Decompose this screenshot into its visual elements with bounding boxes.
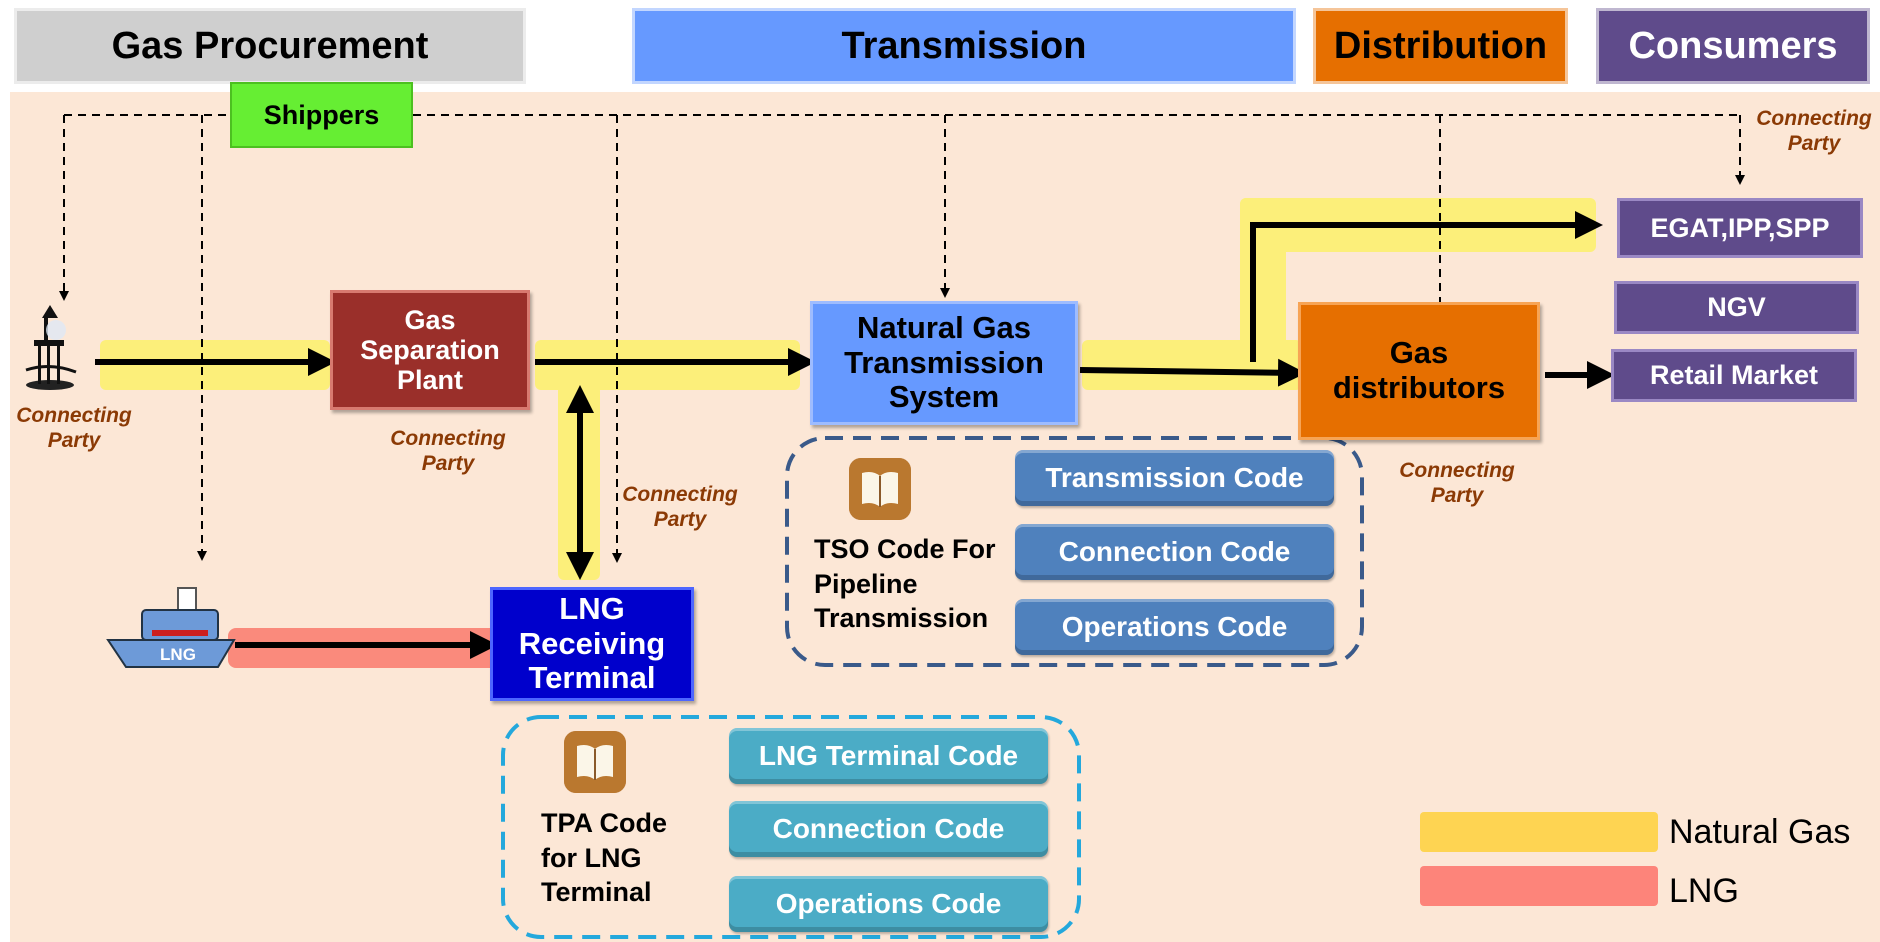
shippers-box: Shippers [230, 82, 413, 148]
book-icon [564, 731, 626, 793]
ngv-box: NGV [1614, 281, 1859, 334]
connecting-party-label: Connecting Party [1756, 107, 1872, 156]
header-consumers: Consumers [1596, 8, 1870, 84]
tso-code-label: TSO Code For Pipeline Transmission [814, 534, 996, 634]
transmission-code-button[interactable]: Transmission Code [1015, 450, 1334, 506]
header-transmission: Transmission [632, 8, 1296, 84]
header-gas-procurement: Gas Procurement [14, 8, 526, 84]
connecting-party-label: Connecting Party [390, 427, 506, 476]
legend-lng-label: LNG [1669, 872, 1739, 910]
connecting-party-label: Connecting Party [16, 404, 132, 453]
flow-arrow [1079, 358, 1306, 387]
tso-operations-code-button[interactable]: Operations Code [1015, 599, 1334, 655]
flow-arrow [1250, 211, 1603, 362]
retail-market-box: Retail Market [1611, 349, 1857, 402]
offshore-platform-icon [25, 305, 77, 390]
lng-terminal-code-button[interactable]: LNG Terminal Code [729, 728, 1048, 784]
gas-separation-plant-box: Gas Separation Plant [330, 290, 530, 410]
lng-ship-icon [106, 587, 236, 668]
tpa-code-group-border [501, 715, 1081, 939]
tpa-connection-code-button[interactable]: Connection Code [729, 801, 1048, 857]
gas-distributors-box: Gas distributors [1298, 302, 1540, 440]
tso-connection-code-button[interactable]: Connection Code [1015, 524, 1334, 580]
legend-lng-swatch [1420, 866, 1658, 906]
natural-gas-transmission-system-box: Natural Gas Transmission System [810, 301, 1078, 425]
egat-ipp-spp-box: EGAT,IPP,SPP [1617, 198, 1863, 258]
legend-natural-gas-label: Natural Gas [1669, 813, 1851, 851]
legend-natural-gas-swatch [1420, 812, 1658, 852]
lng-receiving-terminal-box: LNG Receiving Terminal [490, 587, 694, 701]
lng-ship-label: LNG [160, 645, 196, 664]
book-icon [849, 458, 911, 520]
connecting-party-label: Connecting Party [1399, 459, 1515, 508]
tpa-operations-code-button[interactable]: Operations Code [729, 876, 1048, 932]
tso-code-group-border [785, 436, 1364, 667]
header-distribution: Distribution [1313, 8, 1568, 84]
connecting-party-label: Connecting Party [622, 483, 738, 532]
tpa-code-label: TPA Code for LNG Terminal [541, 808, 667, 908]
